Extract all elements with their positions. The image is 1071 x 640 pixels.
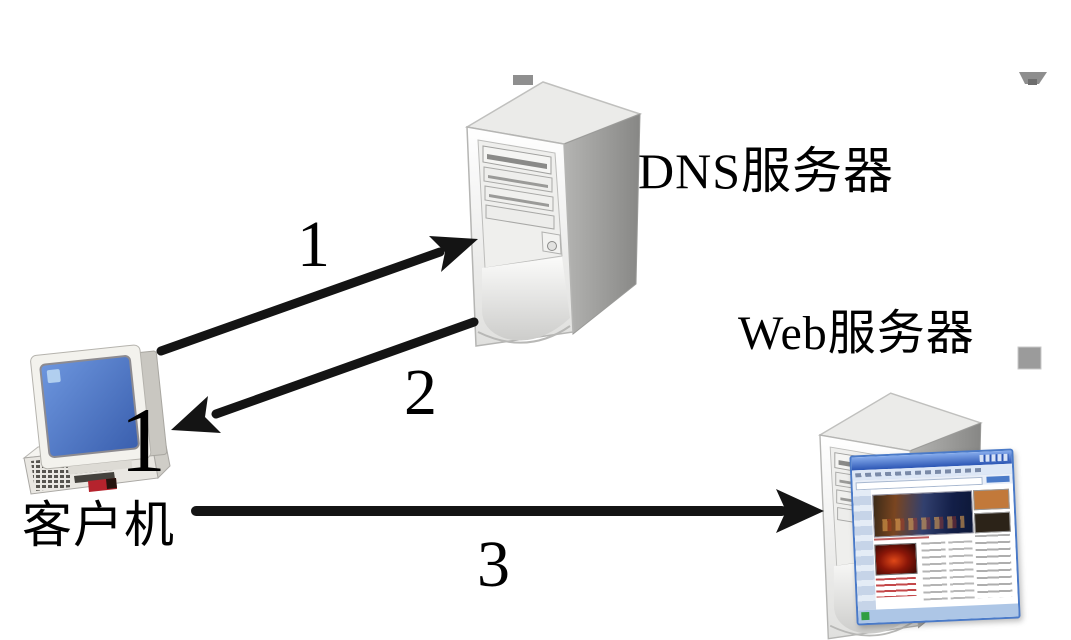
step-3-label: 3 [477, 528, 510, 601]
arrow-1-client-to-dns [156, 236, 478, 356]
stray-digit-label: 1 [120, 389, 166, 491]
client-computer-icon [22, 344, 171, 495]
gray-square-right [1017, 346, 1042, 370]
monitor-screen [39, 355, 140, 458]
browser-page-content [852, 483, 1018, 611]
browser-window [849, 448, 1021, 626]
gray-fragment-top-right [1019, 72, 1047, 85]
crt-monitor [30, 344, 168, 475]
step-2-label: 2 [404, 356, 437, 429]
arrow-3-client-to-web [191, 489, 824, 533]
webpage-photo-1 [972, 488, 1010, 511]
flow-arrows [156, 236, 824, 533]
dns-server-label: DNS服务器 [638, 143, 895, 199]
gray-tab-above-dns [513, 75, 533, 85]
arrow-2-dns-to-client [171, 317, 479, 433]
dns-server-icon [466, 81, 641, 347]
web-server-label: Web服务器 [738, 307, 975, 360]
browser-window-buttons [979, 454, 1009, 462]
client-label: 客户机 [22, 497, 175, 553]
step-1-label: 1 [297, 208, 330, 281]
webpage-photo-2 [973, 511, 1011, 533]
webpage-banner-image [872, 490, 974, 538]
webpage-photo-red [874, 542, 918, 576]
